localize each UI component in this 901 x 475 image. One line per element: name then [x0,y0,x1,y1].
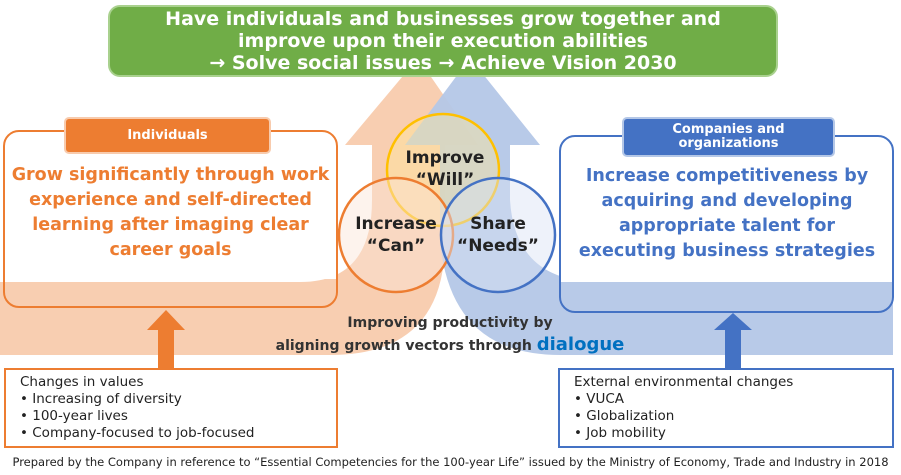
company-growth-arrow [405,58,893,355]
environment-changes-box: External environmental changes • VUCA • … [558,368,894,448]
list-item: • Job mobility [574,425,666,441]
individuals-panel [3,130,338,308]
will-line1: Improve [405,148,485,168]
individual-growth-arrow [0,58,478,355]
productivity-line2: aligning growth vectors through [275,338,532,354]
environment-changes-title: External environmental changes [574,374,794,390]
can-line1: Increase [355,214,437,234]
companies-panel [559,135,894,313]
productivity-line1: Improving productivity by [347,315,553,331]
needs-line2: “Needs” [457,236,539,256]
up-arrow-left-icon [147,310,185,368]
companies-goal: Increase competitiveness by acquiring an… [578,166,876,261]
vision-line-3: → Solve social issues → Achieve Vision 2… [209,52,677,74]
values-changes-title: Changes in values [20,374,144,390]
companies-tag-line1: Companies and [672,122,785,137]
can-label: Increase“Can” [346,213,446,257]
productivity-caption: Improving productivity by aligning growt… [250,312,650,357]
list-item: • VUCA [574,391,625,407]
list-item: • Increasing of diversity [20,391,182,407]
will-circle [385,112,501,228]
dialogue-highlight: dialogue [536,334,625,355]
will-label: Improve“Will” [395,147,495,191]
individuals-tag-label: Individuals [127,127,208,143]
list-item: • Company-focused to job-focused [20,425,255,441]
companies-tag: Companies and organizations [622,117,835,157]
vision-banner: Have individuals and businesses grow tog… [108,5,778,77]
list-item: • 100-year lives [20,408,128,424]
list-item: • Globalization [574,408,675,424]
individuals-goal: Grow significantly through work experien… [11,165,330,260]
can-line2: “Can” [366,236,426,256]
will-line2: “Will” [415,170,475,190]
needs-line1: Share [470,214,526,234]
needs-label: Share“Needs” [448,213,548,257]
companies-tag-line2: organizations [678,136,779,151]
vision-line-1: Have individuals and businesses grow tog… [165,8,721,30]
vision-line-2: improve upon their execution abilities [238,30,648,52]
up-arrow-right-icon [714,313,752,368]
can-circle [337,176,455,294]
needs-circle [439,176,557,294]
footnote: Prepared by the Company in reference to … [12,455,889,469]
values-changes-box: Changes in values • Increasing of divers… [4,368,338,448]
individuals-tag: Individuals [64,117,271,154]
